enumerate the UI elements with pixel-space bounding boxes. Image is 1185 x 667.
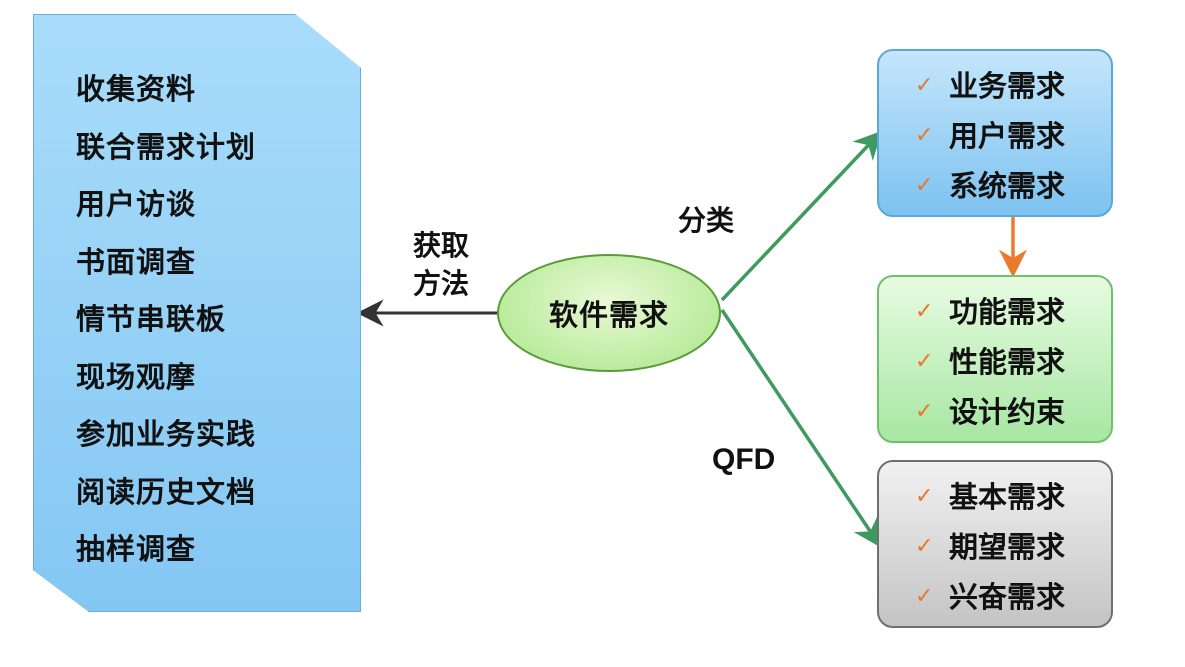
acquisition-methods-list: 收集资料 联合需求计划 用户访谈 书面调查 情节串联板 现场观摩 参加业务实践 … xyxy=(76,67,256,585)
checkmark-icon: ✓ xyxy=(915,173,934,198)
system-requirement-types-list: ✓ 功能需求 ✓ 性能需求 ✓ 设计约束 xyxy=(915,289,1111,439)
list-item: ✓ 功能需求 xyxy=(915,289,1111,339)
list-item: ✓ 基本需求 xyxy=(915,474,1111,524)
method-item: 抽样调查 xyxy=(76,532,197,566)
list-item: ✓ 用户需求 xyxy=(915,113,1111,163)
qfd-label: QFD xyxy=(712,443,776,476)
method-item: 阅读历史文档 xyxy=(76,474,257,509)
qfd-requirements-box: ✓ 基本需求 ✓ 期望需求 ✓ 兴奋需求 xyxy=(877,460,1113,628)
requirement-item-label: 性能需求 xyxy=(949,345,1066,379)
list-item: ✓ 业务需求 xyxy=(915,63,1111,113)
software-requirements-node: 软件需求 xyxy=(497,254,721,372)
center-node-label: 软件需求 xyxy=(548,298,669,332)
checkmark-icon: ✓ xyxy=(915,123,934,148)
list-item: ✓ 性能需求 xyxy=(915,339,1111,389)
checkmark-icon: ✓ xyxy=(915,399,934,424)
classification-label: 分类 xyxy=(678,204,735,237)
requirement-item-label: 兴奋需求 xyxy=(949,580,1066,614)
checkmark-icon: ✓ xyxy=(915,534,934,559)
requirement-levels-box: ✓ 业务需求 ✓ 用户需求 ✓ 系统需求 xyxy=(877,49,1113,217)
acquisition-label-line: 获取 xyxy=(412,229,469,262)
method-item: 参加业务实践 xyxy=(76,417,257,451)
checkmark-icon: ✓ xyxy=(915,299,934,324)
acquisition-method-label: 获取 方法 xyxy=(405,227,477,303)
checkmark-icon: ✓ xyxy=(915,73,934,98)
method-item: 现场观摩 xyxy=(76,359,197,394)
list-item: ✓ 期望需求 xyxy=(915,524,1111,574)
list-item: ✓ 设计约束 xyxy=(915,389,1111,439)
checkmark-icon: ✓ xyxy=(915,349,934,374)
requirement-item-label: 设计约束 xyxy=(949,395,1066,429)
method-item: 情节串联板 xyxy=(76,302,227,336)
checkmark-icon: ✓ xyxy=(915,584,934,609)
acquisition-methods-box: 收集资料 联合需求计划 用户访谈 书面调查 情节串联板 现场观摩 参加业务实践 … xyxy=(33,14,361,612)
arrow-to-classification xyxy=(720,130,882,302)
checkmark-icon: ✓ xyxy=(915,484,934,509)
arrow-to-qfd xyxy=(720,309,882,548)
method-item: 书面调查 xyxy=(76,244,197,279)
requirement-levels-list: ✓ 业务需求 ✓ 用户需求 ✓ 系统需求 xyxy=(915,63,1111,213)
requirement-item-label: 业务需求 xyxy=(949,69,1066,103)
method-item: 联合需求计划 xyxy=(76,129,257,164)
method-item: 用户访谈 xyxy=(76,187,197,221)
qfd-requirements-list: ✓ 基本需求 ✓ 期望需求 ✓ 兴奋需求 xyxy=(915,474,1111,624)
method-item: 收集资料 xyxy=(76,72,197,106)
list-item: ✓ 兴奋需求 xyxy=(915,574,1111,624)
requirement-item-label: 基本需求 xyxy=(949,480,1066,514)
requirement-item-label: 系统需求 xyxy=(949,169,1066,203)
requirement-item-label: 功能需求 xyxy=(949,295,1066,329)
system-requirement-types-box: ✓ 功能需求 ✓ 性能需求 ✓ 设计约束 xyxy=(877,275,1113,443)
acquisition-label-line: 方法 xyxy=(412,267,469,300)
requirement-item-label: 用户需求 xyxy=(949,119,1066,153)
list-item: ✓ 系统需求 xyxy=(915,163,1111,213)
requirement-item-label: 期望需求 xyxy=(949,530,1066,564)
